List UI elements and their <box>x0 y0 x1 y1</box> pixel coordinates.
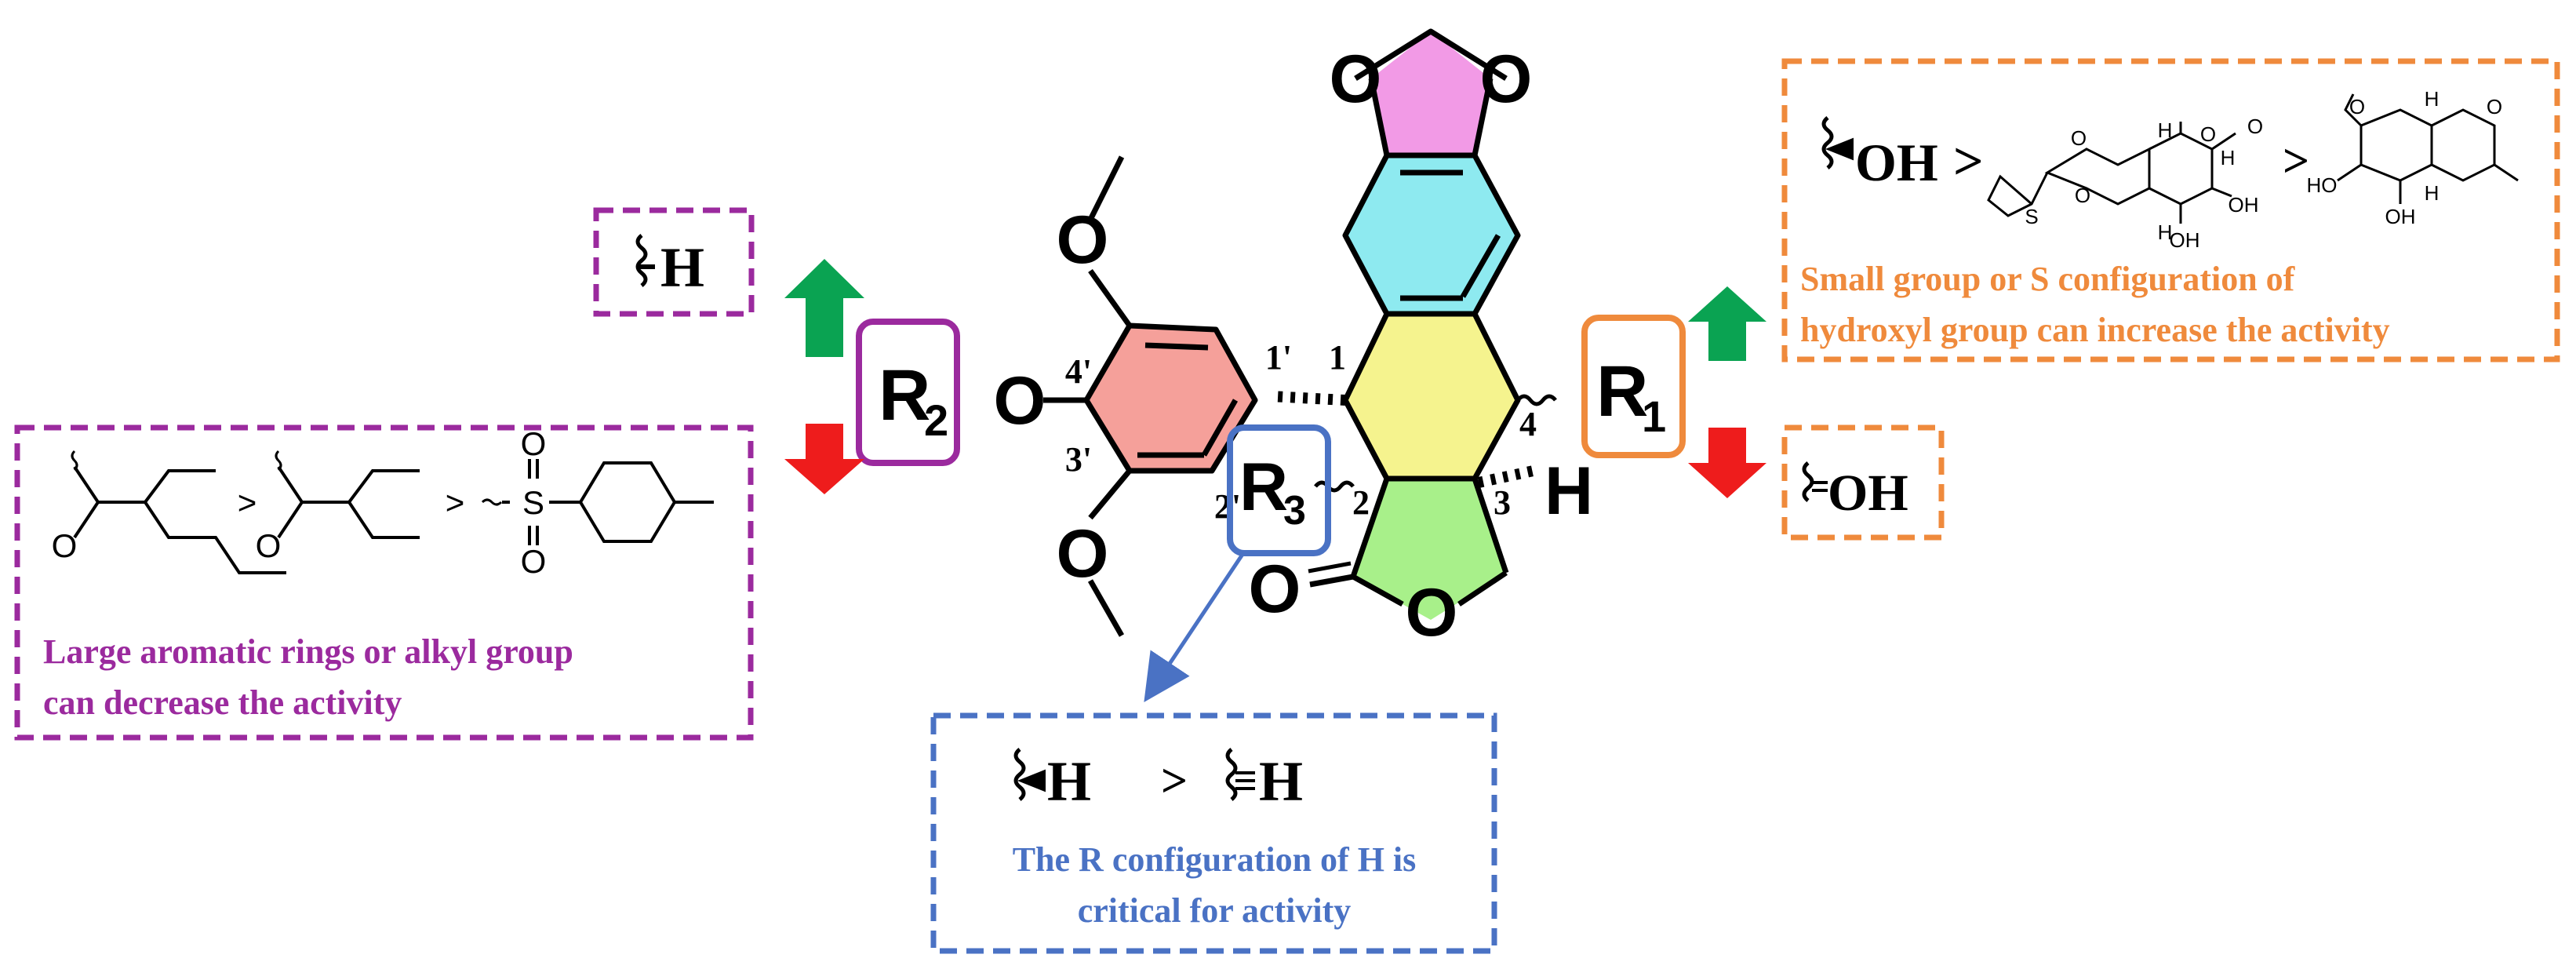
cyclo-label-6: O <box>2487 95 2502 118</box>
cyclo-label-5: H <box>2425 181 2440 205</box>
r1-decrease-group: OH <box>1828 464 1908 522</box>
r2-increase-panel: H <box>593 207 755 317</box>
r2-subscript: 2 <box>924 395 948 445</box>
r2-decrease-panel: O > O > S O O Large aromatic rings or al… <box>14 424 754 741</box>
r3-group-1: H <box>1047 750 1091 813</box>
r3-note-line2: critical for activity <box>1078 891 1352 930</box>
cyclo-label-3: OH <box>2385 205 2416 228</box>
sugar-label-8: OH <box>2170 228 2200 252</box>
r1-activity-arrows <box>1688 286 1766 498</box>
r1-comparator-2: > <box>2283 135 2309 187</box>
pos-2: 2 <box>1352 483 1370 522</box>
r2-sulfonyl-S: S <box>522 484 544 521</box>
r1-box: R 1 <box>1581 315 1686 458</box>
r3-box: R 3 <box>1227 424 1331 556</box>
r1-increase-group-1: OH <box>1855 133 1938 192</box>
r1-letter: R <box>1596 352 1648 432</box>
r2-activity-arrows <box>784 259 864 494</box>
r3-note-line1: The R configuration of H is <box>1013 840 1417 879</box>
r3-comparator: > <box>1161 755 1188 807</box>
pos-1: 1 <box>1329 338 1346 377</box>
r2-letter: R <box>879 355 930 435</box>
r3-letter: R <box>1239 450 1288 525</box>
methoxy-bottom-O: O <box>1057 516 1109 592</box>
r2-comparator-2: > <box>446 484 465 521</box>
r3-pointer-arrow <box>1144 552 1246 702</box>
cyclo-label-4: H <box>2425 87 2440 111</box>
lactone-ring <box>1353 479 1506 620</box>
core-molecule <box>1043 28 1557 637</box>
r1-decrease-arrow-icon <box>1688 428 1766 498</box>
r2-comparator-1: > <box>238 484 257 521</box>
r2-sulfonyl-O-bottom: O <box>521 543 547 580</box>
ether-O: O <box>994 363 1046 439</box>
sugar-label-7: H <box>2158 220 2173 244</box>
r3-subscript: 3 <box>1283 488 1306 534</box>
dioxole-ring <box>1371 31 1490 155</box>
r1-note-line2: hydroxyl group can increase the activity <box>1800 311 2390 349</box>
r1-comparator-1: > <box>1953 131 1984 191</box>
central-ring <box>1345 314 1518 479</box>
dioxole-O-right: O <box>1480 42 1533 117</box>
r1-note-line1: Small group or S configuration of <box>1800 260 2296 298</box>
r2-decrease-arrow-icon <box>784 424 864 494</box>
r2-sulfonyl-O-top: O <box>521 425 547 462</box>
wavy-bond-icon <box>1225 748 1238 801</box>
wavy-bond-icon <box>635 234 648 287</box>
methoxy-top-O: O <box>1057 202 1109 278</box>
r2-box: R 2 <box>856 319 960 466</box>
pos-4: 4 <box>1519 405 1537 443</box>
dioxole-O-left: O <box>1330 42 1382 117</box>
sugar-label-3: O <box>2200 122 2216 146</box>
lactone-carbonyl-O: O <box>1249 552 1301 627</box>
pos-1p: 1' <box>1265 338 1292 377</box>
sugar-label-2: O <box>2075 184 2090 207</box>
r3-panel: H > H The R configuration of H is critic… <box>930 712 1497 954</box>
r1-subscript: 1 <box>1642 392 1666 441</box>
pos-4p: 4' <box>1065 352 1092 391</box>
core-atom-labels: O O O O O O O H <box>994 42 1594 650</box>
sugar-label-4: O <box>2247 115 2263 138</box>
cyclo-label-2: HO <box>2307 173 2338 197</box>
r2-note-line2: can decrease the activity <box>43 683 402 722</box>
pos-3: 3 <box>1494 483 1511 522</box>
sugar-label-10: S <box>2025 205 2038 228</box>
c3-H-label: H <box>1545 454 1593 529</box>
sugar-label-5: H <box>2158 118 2173 142</box>
r1-increase-panel: OH > O O O O H H H OH OH S > <box>1781 58 2560 362</box>
wavy-bond-icon <box>1013 748 1026 801</box>
r2-carbonyl-O-2: O <box>256 527 282 564</box>
sugar-label-1: O <box>2071 126 2087 150</box>
r2-increase-arrow-icon <box>784 259 864 357</box>
r2-carbonyl-O-1: O <box>52 527 78 564</box>
pos-3p: 3' <box>1065 440 1092 479</box>
r1-decrease-panel: OH <box>1781 424 1945 541</box>
cyclo-label-1: O <box>2349 95 2365 118</box>
r2-increase-group: H <box>660 236 704 299</box>
sugar-label-9: OH <box>2229 193 2259 217</box>
sugar-label-6: H <box>2221 146 2236 169</box>
r3-group-2: H <box>1259 750 1303 813</box>
wavy-bond-icon <box>1802 461 1814 502</box>
lactone-ring-O: O <box>1406 575 1458 650</box>
r2-note-line1: Large aromatic rings or alkyl group <box>43 632 573 671</box>
wavy-bond-icon <box>1821 116 1834 169</box>
r1-increase-arrow-icon <box>1688 286 1766 361</box>
